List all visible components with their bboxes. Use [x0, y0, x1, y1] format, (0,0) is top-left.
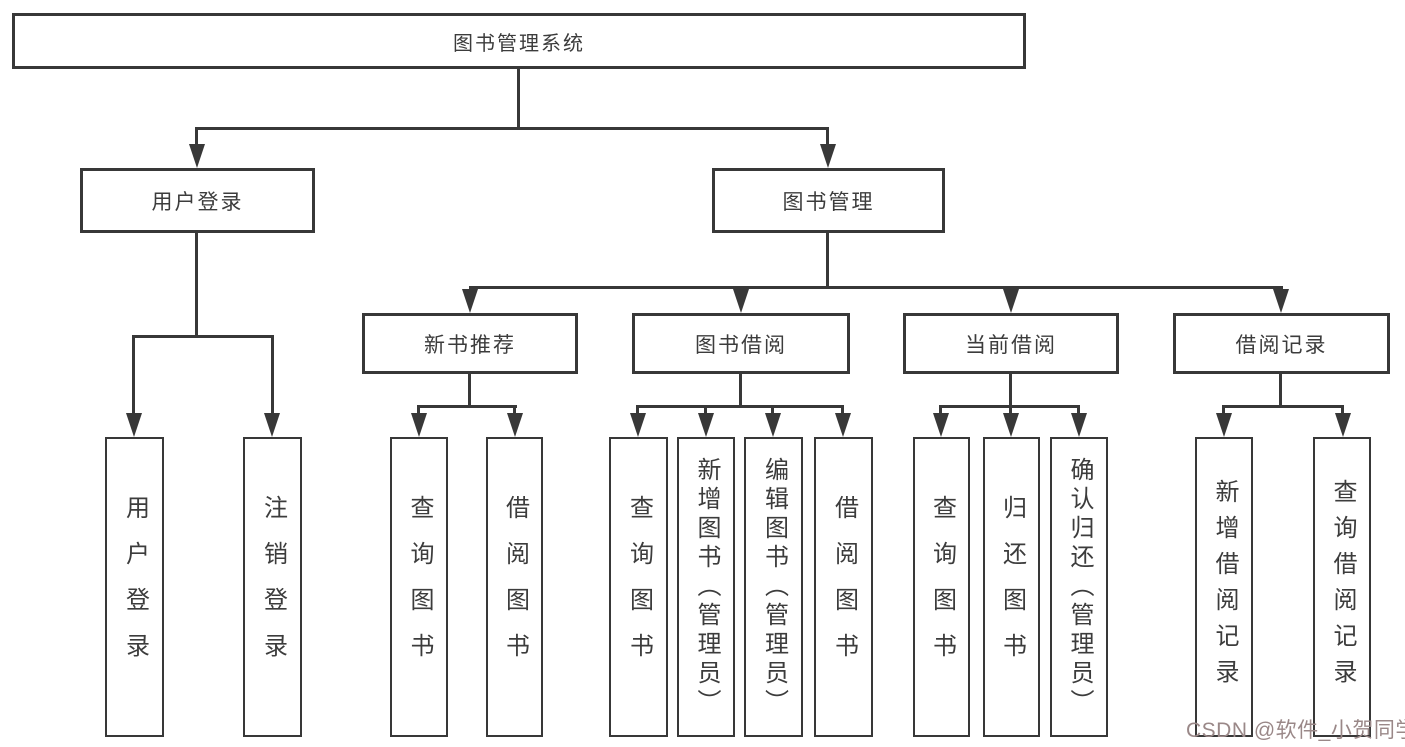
leaf-logout: 注销登录 — [243, 437, 302, 737]
node-user-login-label: 用户登录 — [151, 190, 244, 214]
connector-user-login-stem — [195, 233, 198, 338]
connector-new-book-stem — [468, 374, 471, 408]
leaf-borrow-query-books: 查询图书 — [609, 437, 668, 737]
connector-borrow-query-drop — [636, 405, 639, 419]
node-book-borrow: 图书借阅 — [632, 313, 850, 374]
leaf-borrow-add-label: 新增图书（管理员） — [693, 456, 720, 718]
arrowhead-current-return — [1003, 413, 1019, 437]
arrowhead-borrow-records — [1273, 289, 1289, 313]
leaf-borrow-borrow-label: 借阅图书 — [830, 495, 858, 679]
arrowhead-new-book — [462, 289, 478, 313]
connector-user-login-drop — [195, 127, 198, 147]
leaf-logout-label: 注销登录 — [259, 495, 287, 679]
leaf-borrow-edit-books-admin: 编辑图书（管理员） — [744, 437, 803, 737]
node-user-login: 用户登录 — [80, 168, 315, 233]
connector-records-add-drop — [1222, 405, 1225, 419]
node-book-management: 图书管理 — [712, 168, 945, 233]
leaf-records-add-record: 新增借阅记录 — [1195, 437, 1253, 737]
arrowhead-records-add — [1216, 413, 1232, 437]
arrowhead-current-query — [933, 413, 949, 437]
leaf-user-login: 用户登录 — [105, 437, 164, 737]
arrowhead-current-confirm — [1071, 413, 1087, 437]
connector-book-mgmt-drop — [826, 127, 829, 147]
node-new-book-recommend-label: 新书推荐 — [424, 333, 516, 357]
leaf-borrow-add-books-admin: 新增图书（管理员） — [677, 437, 735, 737]
connector-new-book-rail — [418, 405, 517, 408]
node-current-borrow-label: 当前借阅 — [965, 333, 1057, 357]
connector-borrow-borrow-drop — [841, 405, 844, 419]
connector-current-confirm-drop — [1077, 405, 1080, 419]
leaf-user-login-label: 用户登录 — [121, 495, 149, 679]
leaf-current-return-books: 归还图书 — [983, 437, 1040, 737]
leaf-borrow-borrow-books: 借阅图书 — [814, 437, 873, 737]
leaf-current-confirm-label: 确认归还（管理员） — [1066, 456, 1093, 718]
node-borrow-records-label: 借阅记录 — [1235, 333, 1328, 357]
leaf-borrow-query-label: 查询图书 — [625, 495, 653, 679]
arrowhead-borrow-query — [630, 413, 646, 437]
leaf-records-query-label: 查询借阅记录 — [1329, 479, 1356, 695]
csdn-watermark: CSDN @软件_小贺同学 — [1186, 719, 1405, 742]
connector-book-borrow-rail — [636, 405, 844, 408]
leaf-newbook-query-books: 查询图书 — [390, 437, 448, 737]
arrowhead-leaf-login — [126, 413, 142, 437]
arrowhead-newbook-borrow — [507, 413, 523, 437]
connector-user-login-rail — [133, 335, 274, 338]
connector-level3-rail — [469, 286, 1283, 289]
connector-book-borrow-stem — [739, 374, 742, 408]
leaf-current-confirm-return-admin: 确认归还（管理员） — [1050, 437, 1108, 737]
node-book-borrow-label: 图书借阅 — [695, 333, 787, 357]
arrowhead-current-borrow — [1003, 289, 1019, 313]
leaf-records-query-record: 查询借阅记录 — [1313, 437, 1371, 737]
leaf-newbook-borrow-label: 借阅图书 — [501, 495, 529, 679]
arrowhead-borrow-edit — [765, 413, 781, 437]
connector-borrow-records-rail — [1222, 405, 1344, 408]
leaf-newbook-query-label: 查询图书 — [406, 495, 433, 679]
connector-leaf-login-drop — [132, 335, 135, 415]
leaf-current-query-books: 查询图书 — [913, 437, 970, 737]
arrowhead-leaf-logout — [264, 413, 280, 437]
connector-borrow-records-stem — [1279, 374, 1282, 408]
node-borrow-records: 借阅记录 — [1173, 313, 1390, 374]
arrowhead-newbook-query — [411, 413, 427, 437]
connector-borrow-edit-drop — [771, 405, 774, 419]
connector-current-borrow-stem — [1009, 374, 1012, 408]
arrowhead-borrow-borrow — [835, 413, 851, 437]
leaf-current-query-label: 查询图书 — [928, 495, 956, 679]
connector-records-query-drop — [1341, 405, 1344, 419]
arrowhead-borrow-add — [698, 413, 714, 437]
node-book-management-label: 图书管理 — [782, 190, 875, 214]
leaf-borrow-edit-label: 编辑图书（管理员） — [760, 456, 788, 718]
connector-newbook-borrow-drop — [513, 405, 516, 419]
arrowhead-book-borrow — [733, 289, 749, 313]
leaf-newbook-borrow-books: 借阅图书 — [486, 437, 543, 737]
leaf-records-add-label: 新增借阅记录 — [1211, 479, 1238, 695]
connector-book-mgmt-stem — [826, 233, 829, 289]
node-new-book-recommend: 新书推荐 — [362, 313, 578, 374]
node-root: 图书管理系统 — [12, 13, 1026, 69]
arrowhead-records-query — [1335, 413, 1351, 437]
connector-current-return-drop — [1009, 405, 1012, 419]
arrowhead-user-login — [189, 144, 205, 168]
connector-newbook-query-drop — [417, 405, 420, 419]
connector-level2-rail — [196, 127, 829, 130]
connector-borrow-add-drop — [704, 405, 707, 419]
connector-current-query-drop — [939, 405, 942, 419]
arrowhead-book-mgmt — [820, 144, 836, 168]
connector-leaf-logout-drop — [271, 335, 274, 415]
connector-root-stem — [517, 69, 520, 128]
leaf-current-return-label: 归还图书 — [998, 495, 1026, 679]
node-current-borrow: 当前借阅 — [903, 313, 1119, 374]
node-root-label: 图书管理系统 — [453, 32, 585, 55]
